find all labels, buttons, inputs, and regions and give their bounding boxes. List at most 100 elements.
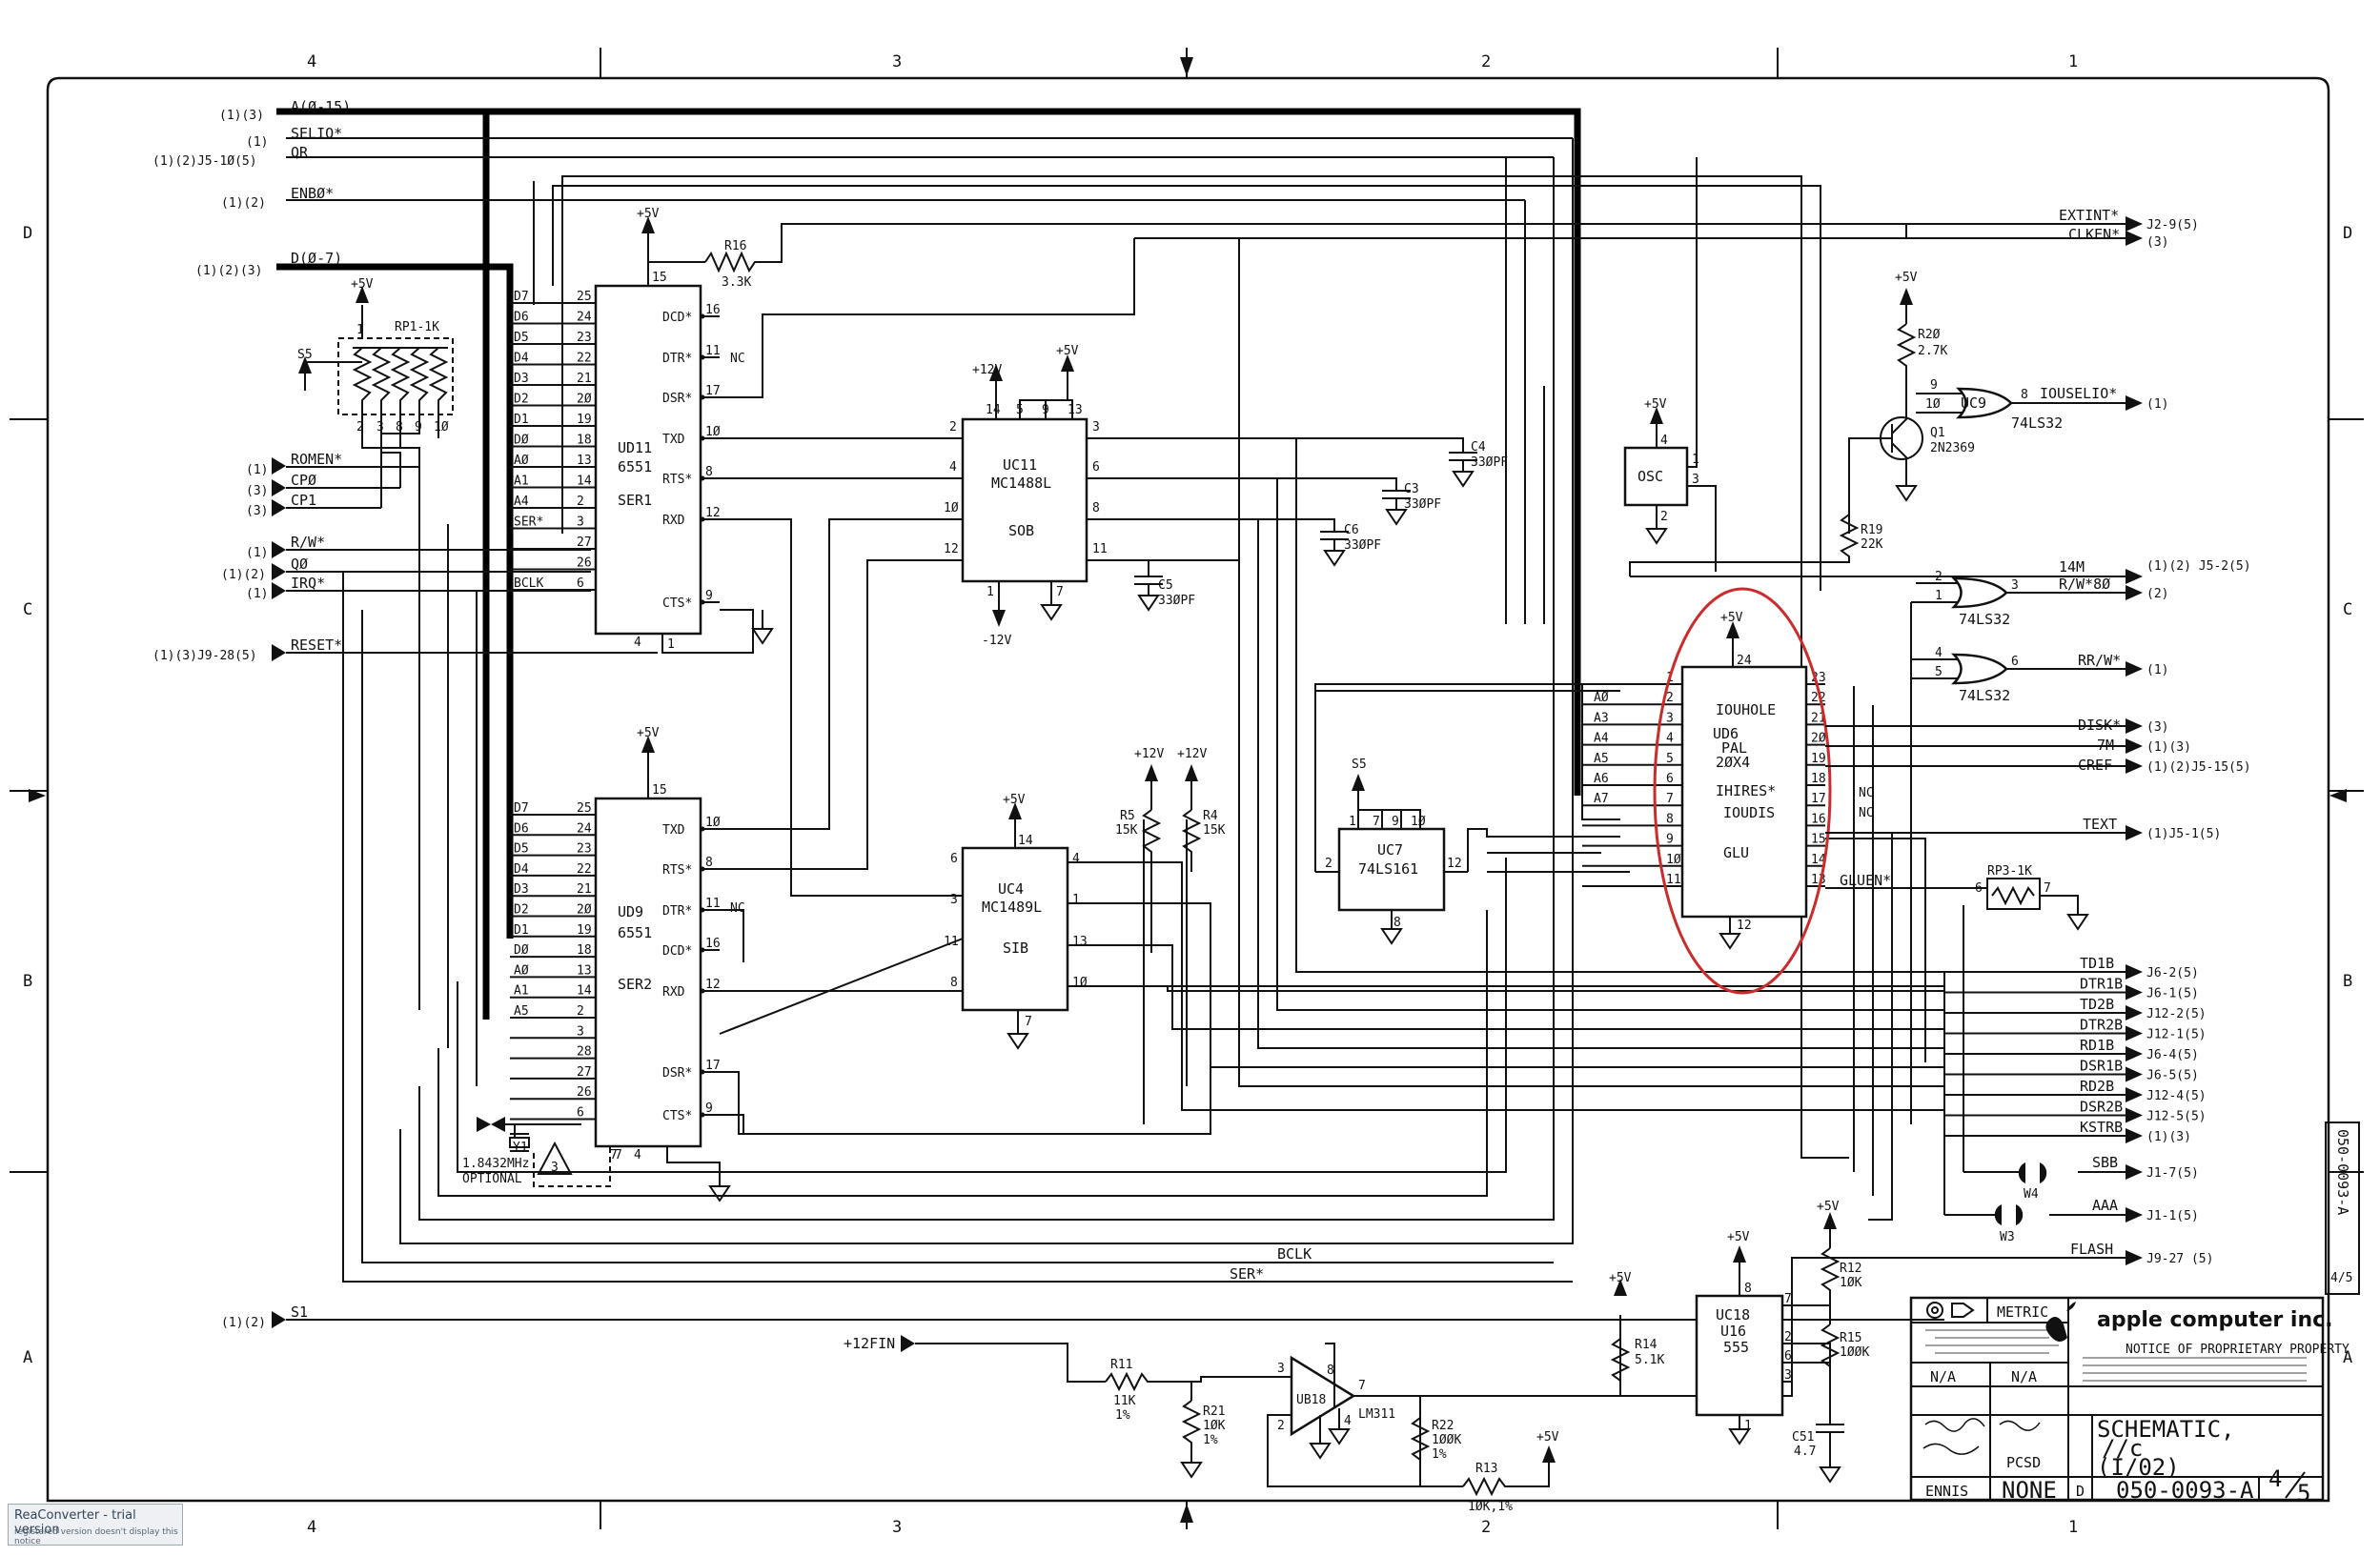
uc11-chip-body [961,417,1088,583]
ud6-pin-num: 16 [1811,812,1826,826]
c6-value: 33ØPF [1344,538,1381,553]
ud9-pin-num: 28 [577,1045,592,1060]
uc18-name: UC18 [1716,1306,1750,1324]
y1-pin7: 7 [615,1148,622,1162]
uc11-pin2: 2 [949,420,957,434]
p12fin-label: +12FIN [844,1335,895,1352]
tb-company: apple computer inc. [2097,1308,2333,1332]
r4-value: 15K [1203,823,1226,838]
ud9-pin-num: 6 [577,1106,584,1121]
ud11-pin-num: 12 [705,506,721,520]
ud6-inner-iouhole: IOUHOLE [1716,701,1776,718]
ud11-pin-label: CTS* [662,596,692,611]
tb-drawing-no: 050-0093-A [2116,1477,2254,1504]
ud9-pin-label: D6 [514,821,529,836]
r21-name: R21 [1203,1404,1225,1419]
aaa-ref: J1-1(5) [2146,1209,2199,1223]
rp1-pin3: 3 [376,420,384,434]
ud6-func: GLU [1723,844,1749,861]
uc9a-pin8: 8 [2021,388,2028,402]
y1-freq: 1.8432MHz [462,1157,529,1171]
y1-crystal [477,1117,611,1187]
ud9-pin-label: TXD [662,823,685,838]
rp1-resistor-pack [298,286,454,508]
tb-title3: (I/02) [2097,1454,2180,1481]
serial-signal-name: DTR1B [2080,976,2123,993]
q0-ref: (1)(2) [221,568,266,582]
ud11-pin-num: 1Ø [705,425,721,439]
uc11-pin10: 1Ø [944,501,959,515]
ud9-pin-num: 26 [577,1085,592,1100]
uc4-pin13: 13 [1072,935,1088,949]
uc9a-name: UC9 [1961,394,1986,412]
watermark-line2: registered version doesn't display this … [14,1527,178,1546]
ud11-part: 6551 [618,458,652,475]
ud6-pin-label: A4 [1594,732,1609,746]
w3-label: W3 [2000,1230,2015,1244]
rp3-pin6: 6 [1975,881,1983,896]
tb-na2: N/A [2011,1368,2037,1385]
zone-row-d-left: D [23,224,32,243]
rp1-vcc: +5V [351,277,374,292]
ud9-pin-num: 19 [577,923,592,938]
irq-ref: (1) [246,587,268,601]
ud9-chip-body [594,797,702,1148]
ud11-pin-label: DØ [514,434,529,448]
r15-value: 1ØØK [1840,1345,1869,1360]
gluen-label: GLUEN* [1840,872,1891,889]
ud9-part: 6551 [618,924,652,941]
rw80-label: R/W*8Ø [2059,576,2110,593]
ud9-pin-num: 12 [705,978,721,992]
ud9-gnd2-pin: 7 [610,1148,618,1162]
ud9-pin-label: D2 [514,903,529,918]
jumpers-w3-w4 [1892,905,2126,1259]
uc18-chip-body [1695,1294,1784,1417]
extint-clken-wires [782,223,2126,239]
r16-name: R16 [724,239,746,253]
serial-signal-ref: J6-2(5) [2146,966,2199,980]
ud11-chip-body [594,284,702,636]
enbb-label: ENBØ* [291,185,334,202]
uc11-pin11: 11 [1092,542,1108,556]
zone-row-c-left: C [23,600,32,619]
ud11-pin-num: 9 [705,589,713,603]
serial-signal-ref: J6-4(5) [2146,1048,2199,1062]
ud9-pin-label: AØ [514,963,529,978]
ud9-pin-label: RXD [662,985,685,1000]
interconnect-wires [399,138,1944,1244]
serial-signal-name: TD2B [2080,996,2114,1013]
ud6-nc1: NC [1859,786,1874,800]
watermark-line1: ReaConverter - trial version [14,1508,136,1537]
tb-size: D [2076,1483,2085,1500]
r16-value: 3.3K [722,275,751,290]
highlight-ud6-circle [1653,587,1832,995]
d-bus-label: D(Ø-7) [291,250,342,267]
serial-signal-ref: J6-1(5) [2146,987,2199,1001]
ud6-pin-num: 15 [1811,833,1826,847]
ud11-pin-num: 17 [705,384,721,398]
ud11-pin-num: 6 [577,576,584,591]
uc9c-pin4: 4 [1935,646,1943,660]
uc11-p12: +12V [972,363,1002,377]
d-bus-ref: (1)(2)(3) [195,264,262,278]
capacitors-center [1134,437,1477,612]
rp1-pin10: 1Ø [434,420,449,434]
rp1-pin2: 2 [356,420,364,434]
ud6-name: UD6 [1713,725,1739,742]
cref-label: CREF [2078,757,2112,774]
osc-p5: +5V [1644,397,1667,412]
ud9-pin-num: 21 [577,882,592,897]
ud11-pin-label: RTS* [662,473,692,487]
uc11-part: MC1488L [991,475,1051,492]
ud9-pin-label: DØ [514,943,529,958]
uc7-pin9: 9 [1392,815,1399,829]
ud6-pin-num: 6 [1666,772,1674,786]
ud9-pin-label: DTR* [662,904,692,919]
ud11-pin-label: DSR* [662,392,692,406]
zone-row-b-left: B [23,972,32,991]
uc18-p5: +5V [1727,1230,1750,1244]
q1-part: 2N2369 [1930,441,1975,455]
ud11-pin-label: RXD [662,514,685,528]
r12-value: 1ØK [1840,1276,1862,1290]
